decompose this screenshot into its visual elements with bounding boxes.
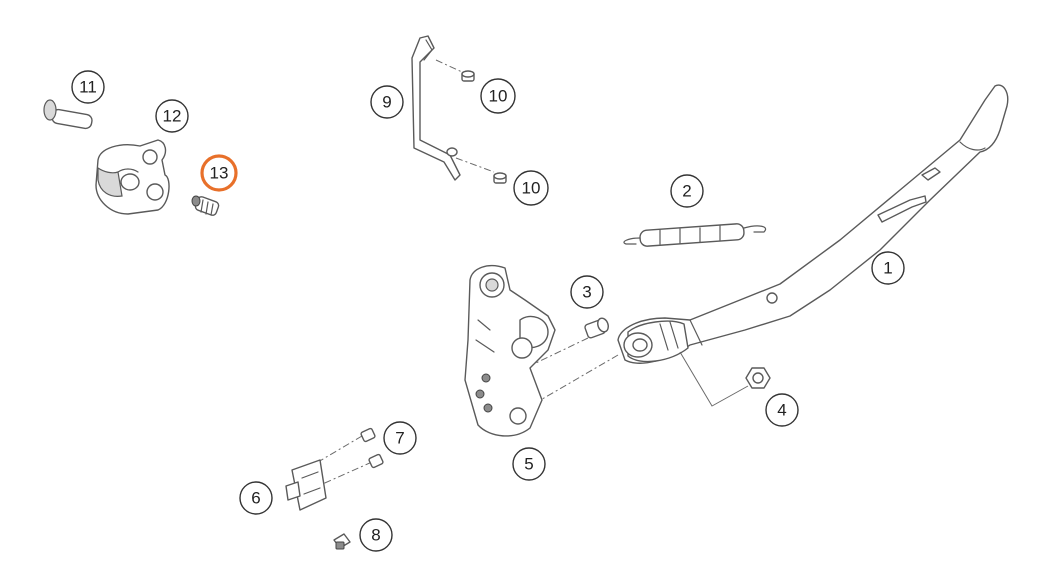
svg-text:6: 6 — [251, 489, 260, 508]
part-9-bracket — [411, 35, 461, 181]
svg-text:11: 11 — [79, 78, 97, 97]
part-6-clip — [285, 459, 327, 511]
callout-4: 4 — [765, 393, 799, 427]
part-2-spring — [623, 223, 767, 247]
svg-text:5: 5 — [524, 455, 533, 474]
part-5-mount-bracket — [464, 264, 556, 437]
svg-text:2: 2 — [682, 182, 691, 201]
part-4-nut — [745, 367, 771, 389]
part-10-screw-top — [461, 70, 475, 82]
part-12-bracket — [95, 139, 170, 215]
part-13-screw — [191, 195, 220, 216]
svg-text:4: 4 — [777, 401, 786, 420]
svg-text:8: 8 — [371, 526, 380, 545]
part-1-side-stand — [617, 84, 1009, 364]
callout-9: 9 — [370, 85, 404, 119]
svg-text:1: 1 — [883, 259, 892, 278]
part-7-screw-bottom — [368, 453, 384, 469]
callout-10-top: 10 — [480, 78, 516, 114]
svg-text:10: 10 — [489, 87, 508, 106]
svg-text:7: 7 — [395, 429, 404, 448]
callout-3: 3 — [570, 275, 604, 309]
svg-text:9: 9 — [382, 93, 391, 112]
part-7-screw-top — [360, 427, 376, 443]
callout-13-highlighted[interactable]: 13 — [200, 154, 238, 192]
svg-text:3: 3 — [582, 283, 591, 302]
part-8-screw — [333, 533, 351, 550]
svg-text:13: 13 — [210, 164, 229, 183]
part-11-pin — [43, 99, 93, 130]
callout-8: 8 — [359, 518, 393, 552]
callout-1: 1 — [871, 251, 905, 285]
callout-12: 12 — [155, 99, 189, 133]
svg-text:12: 12 — [163, 107, 182, 126]
callout-6: 6 — [239, 481, 273, 515]
callout-7: 7 — [383, 421, 417, 455]
callout-2: 2 — [670, 174, 704, 208]
part-10-screw-bottom — [493, 172, 507, 184]
part-3-bolt — [584, 317, 609, 339]
svg-text:10: 10 — [522, 179, 541, 198]
callout-5: 5 — [512, 447, 546, 481]
callout-11: 11 — [71, 70, 105, 104]
callout-10-bottom: 10 — [513, 170, 549, 206]
